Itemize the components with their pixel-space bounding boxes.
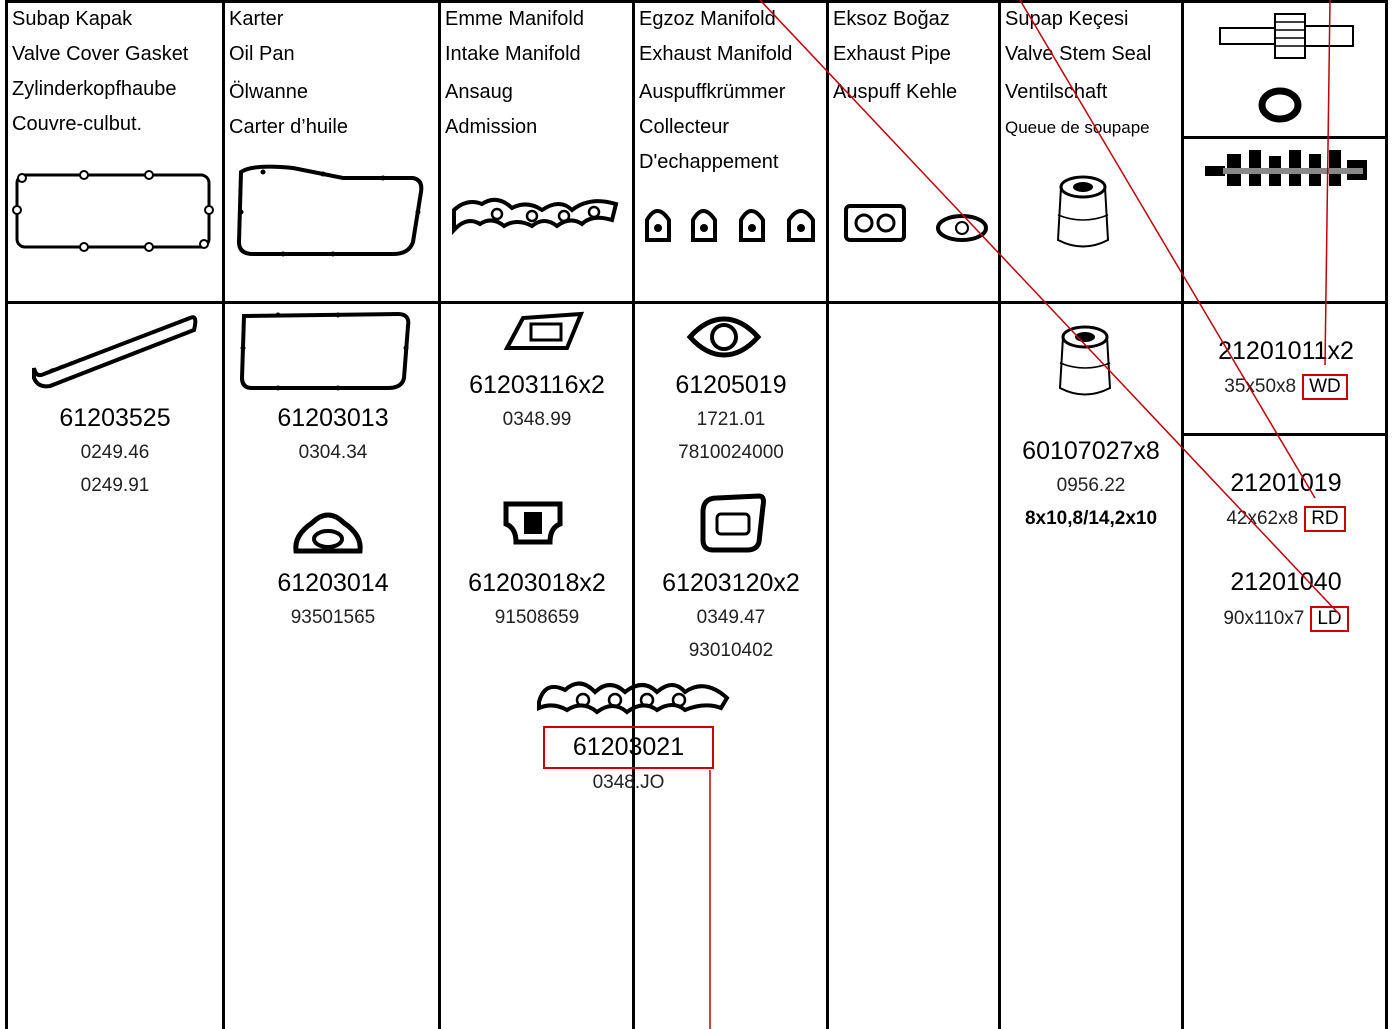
part-code[interactable]: 61203120x2 [662,569,800,597]
oil-pan-gasket-icon [236,164,424,257]
header-line: D'echappement [639,151,779,173]
oil-pan-gasket-icon [239,311,411,391]
crankshaft-icon [1205,150,1367,186]
part-code[interactable]: 61203021 [572,733,685,761]
part-code[interactable]: 60107027x8 [1022,437,1160,465]
column-divider [1181,0,1184,1029]
cross-reference: 93010402 [688,640,774,661]
lip-type-badge: LD [1310,606,1349,632]
header-line: Zylinderkopfhaube [12,78,177,100]
header-line: Exhaust Manifold [639,43,793,65]
intake-flange-gasket-icon [503,501,563,545]
cross-reference: 1721.01 [696,409,766,430]
part-code[interactable]: 61203525 [59,404,171,432]
header-line: Ölwanne [229,81,308,103]
header-line: Exhaust Pipe [833,43,951,65]
intake-manifold-gasket-icon [537,681,730,715]
seal-size-text: 90x110x7 [1223,608,1305,629]
column-divider [438,0,441,1029]
cross-reference: 0249.46 [80,442,150,463]
valve-cover-gasket-icon [12,170,214,252]
part-code[interactable]: 61203116x2 [469,371,605,399]
header-line: Valve Stem Seal [1005,43,1152,65]
part-code[interactable]: 21201040 [1230,568,1342,596]
header-line: Emme Manifold [445,8,584,30]
cross-reference: 0348.99 [502,409,572,430]
cross-reference: 91508659 [494,607,580,628]
valve-stem-seal-icon [1056,175,1110,248]
column-divider [632,0,635,1029]
column-divider [998,0,1001,1029]
cross-reference: 7810024000 [678,442,784,463]
part-code[interactable]: 61205019 [675,371,787,399]
cross-reference: 0348.JO [592,772,665,793]
intake-flange-gasket-icon [503,311,585,350]
intake-manifold-gasket-icon [452,197,619,236]
seal-dimensions: 8x10,8/14,2x10 [1024,508,1158,529]
header-intake-manifold: Emme Manifold Intake Manifold Ansaug Adm… [445,3,584,146]
exhaust-flange-gasket-icon [700,493,766,553]
cross-reference: 0956.22 [1056,475,1126,496]
exhaust-pipe-gasket-icon [844,204,988,242]
header-line: Ansaug [445,81,513,103]
part-code[interactable]: 61203014 [277,569,389,597]
header-line: Collecteur [639,116,730,138]
exhaust-flange-gasket-icon [686,316,762,358]
callout-line [759,0,1341,616]
row-divider [1181,136,1388,139]
header-line: Oil Pan [229,43,295,65]
cross-reference: 0349.47 [696,607,766,628]
lip-type-badge: WD [1302,374,1348,400]
column-divider [826,0,829,1029]
header-line: Ventilschaft [1005,81,1108,103]
header-line: Valve Cover Gasket [12,43,189,65]
column-divider [222,0,225,1029]
header-line: Auspuffkrümmer [639,81,786,103]
header-oil-pan: Karter Oil Pan Ölwanne Carter d’huile [229,3,348,146]
table-frame [5,0,1388,1029]
part-code[interactable]: 61203013 [277,404,389,432]
valve-cover-gasket-icon [32,315,198,389]
flange-gasket-icon [293,512,363,554]
callout-line [1019,0,1316,499]
part-code[interactable]: 21201011x2 [1218,337,1354,365]
part-code[interactable]: 21201019 [1230,469,1342,497]
header-line: Subap Kapak [12,8,133,30]
row-divider [5,301,1388,304]
highlight-box [543,726,714,769]
header-exhaust-pipe: Eksoz Boğaz Exhaust Pipe Auspuff Kehle [833,3,957,111]
header-line: Egzoz Manifold [639,8,776,30]
row-divider [1181,433,1388,436]
header-line: Karter [229,8,284,30]
header-line: Carter d’huile [229,116,348,138]
cross-reference: 0304.34 [298,442,368,463]
seal-size-text: 35x50x8 [1224,376,1297,397]
part-code[interactable]: 61203018x2 [468,569,606,597]
header-line: Supap Keçesi [1005,8,1129,30]
exhaust-manifold-gasket-icon [645,209,815,242]
header-line: Admission [445,116,538,138]
lip-type-badge: RD [1304,506,1346,532]
header-line: Couvre-culbut. [12,113,143,135]
cross-reference: 0249.91 [80,475,150,496]
header-line: Intake Manifold [445,43,581,65]
header-line: Auspuff Kehle [833,81,958,103]
header-line: Queue de soupape [1005,118,1150,137]
header-line: Eksoz Boğaz [833,8,950,30]
header-exhaust-manifold: Egzoz Manifold Exhaust Manifold Auspuffk… [639,3,792,181]
callout-line [1324,0,1331,366]
header-valve-stem-seal: Supap Keçesi Valve Stem Seal Ventilschaf… [1005,3,1151,146]
cross-reference: 93501565 [290,607,376,628]
header-valve-cover: Subap Kapak Valve Cover Gasket Zylinderk… [12,3,188,143]
